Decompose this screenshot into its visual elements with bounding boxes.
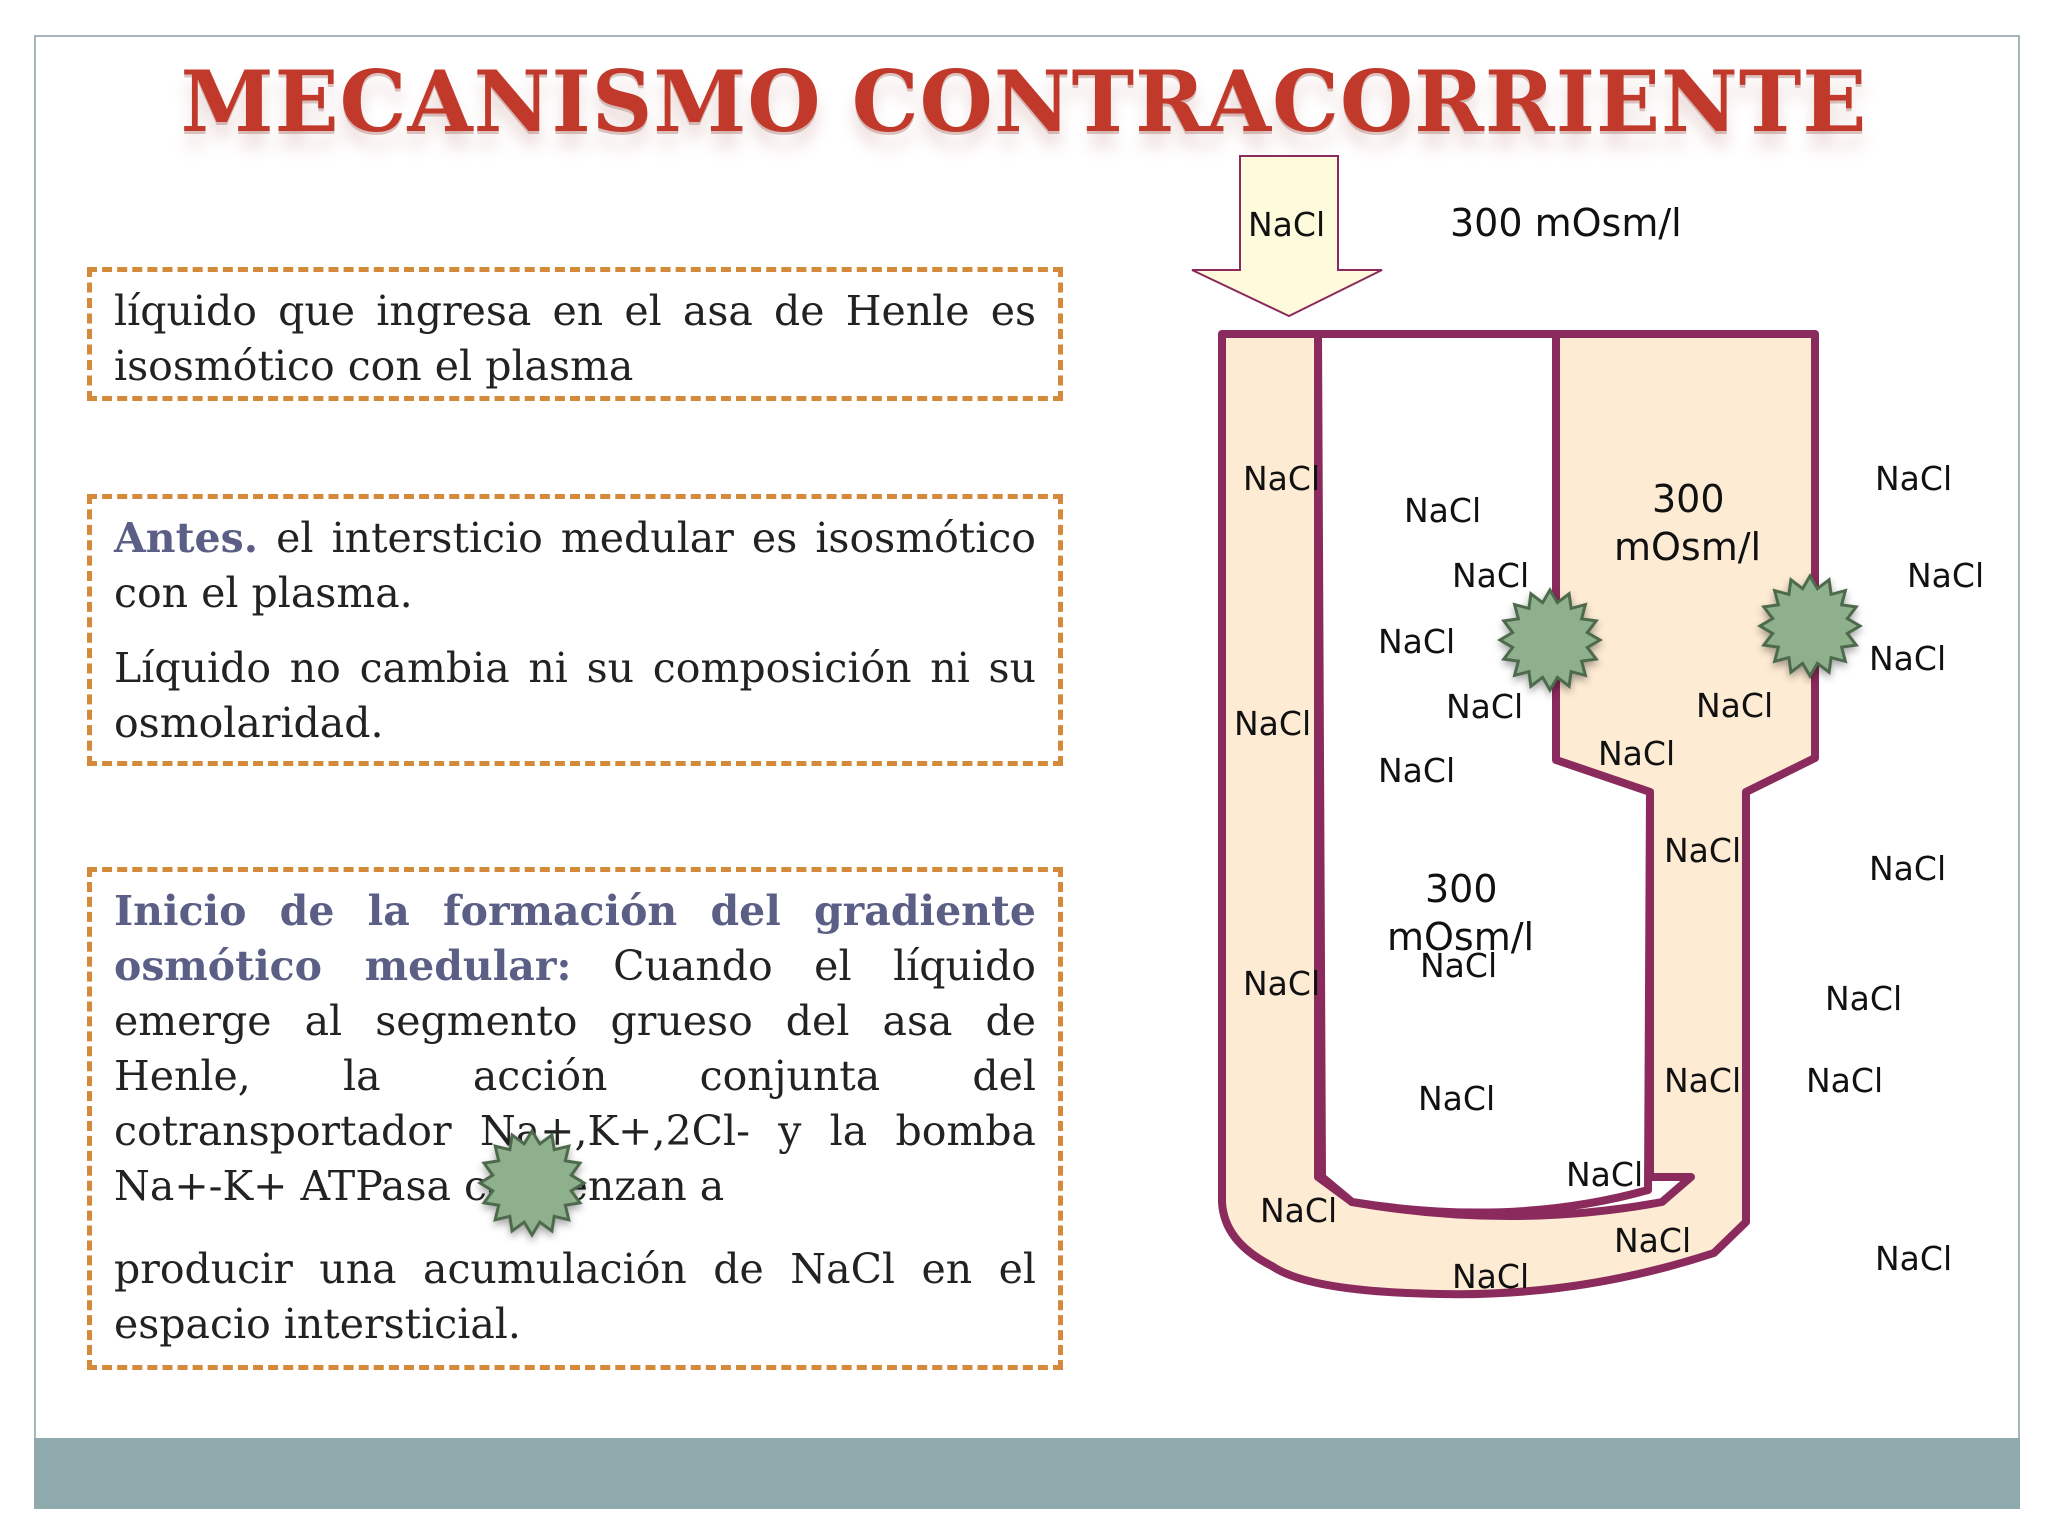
text-box-isosmotic-fluid: líquido que ingresa en el asa de Henle e… <box>87 267 1063 401</box>
box3-paragraph: Inicio de la formación del gradiente osm… <box>114 884 1036 1214</box>
top-osmolarity-label: 300 mOsm/l <box>1450 201 1682 245</box>
nacl-label: NaCl <box>1378 751 1455 790</box>
box2-paragraph: Antes. el intersticio medular es isosmót… <box>114 511 1036 621</box>
nacl-labels: NaCl NaCl NaCl NaCl NaCl NaCl NaCl NaCl … <box>1234 459 1984 1296</box>
nacl-label: NaCl <box>1869 639 1946 678</box>
nacl-label: NaCl <box>1404 491 1481 530</box>
nacl-label: NaCl <box>1243 964 1320 1003</box>
arrow-nacl-label: NaCl <box>1248 205 1325 244</box>
henle-loop-inner-wall <box>1314 330 1654 1217</box>
nacl-label: NaCl <box>1875 1239 1952 1278</box>
nacl-label: NaCl <box>1806 1061 1883 1100</box>
slide-title: MECANISMO CONTRACORRIENTE <box>180 52 1868 151</box>
box3-rest: Cuando el líquido emerge al segmento gru… <box>114 942 1036 1210</box>
nacl-label: NaCl <box>1869 849 1946 888</box>
nacl-label: NaCl <box>1452 1257 1529 1296</box>
inflow-arrow-icon <box>1191 155 1383 318</box>
box2-rest: el intersticio medular es isosmótico con… <box>114 514 1036 617</box>
nacl-label: NaCl <box>1452 556 1529 595</box>
ascending-osm-value: 300 <box>1652 477 1725 521</box>
nacl-label: NaCl <box>1446 687 1523 726</box>
box2-paragraph-2: Líquido no cambia ni su composición ni s… <box>114 644 1036 747</box>
box1-text: líquido que ingresa en el asa de Henle e… <box>114 287 1036 390</box>
nacl-label: NaCl <box>1825 979 1902 1018</box>
text-box-before: Antes. el intersticio medular es isosmót… <box>87 494 1063 766</box>
nacl-label: NaCl <box>1420 946 1497 985</box>
nacl-label: NaCl <box>1566 1155 1643 1194</box>
pump-star-icon-left <box>1497 587 1603 693</box>
pump-star-icon-right <box>1757 573 1863 679</box>
henle-loop-tube <box>1218 330 1819 1299</box>
footer-bar <box>34 1438 2020 1509</box>
nacl-label: NaCl <box>1260 1191 1337 1230</box>
text-box-gradient-formation: Inicio de la formación del gradiente osm… <box>87 867 1063 1370</box>
nacl-label: NaCl <box>1664 1061 1741 1100</box>
ascending-osm-unit: mOsm/l <box>1614 525 1761 569</box>
interstitium-osm-unit: mOsm/l <box>1387 915 1534 959</box>
nacl-label: NaCl <box>1907 556 1984 595</box>
box3-highlight: Inicio de la formación del gradiente osm… <box>114 887 1036 990</box>
nacl-label: NaCl <box>1664 831 1741 870</box>
interstitium-osm-value: 300 <box>1425 867 1498 911</box>
box3-paragraph-2: producir una acumulación de NaCl en el e… <box>114 1245 1036 1348</box>
box2-highlight: Antes. <box>114 514 259 562</box>
nacl-label: NaCl <box>1234 704 1311 743</box>
nacl-label: NaCl <box>1875 459 1952 498</box>
nacl-label: NaCl <box>1418 1079 1495 1118</box>
nacl-label: NaCl <box>1243 459 1320 498</box>
nacl-label: NaCl <box>1614 1221 1691 1260</box>
nacl-label: NaCl <box>1696 686 1773 725</box>
pump-star-icon-text <box>477 1128 587 1238</box>
nacl-label: NaCl <box>1598 734 1675 773</box>
nacl-label: NaCl <box>1378 622 1455 661</box>
